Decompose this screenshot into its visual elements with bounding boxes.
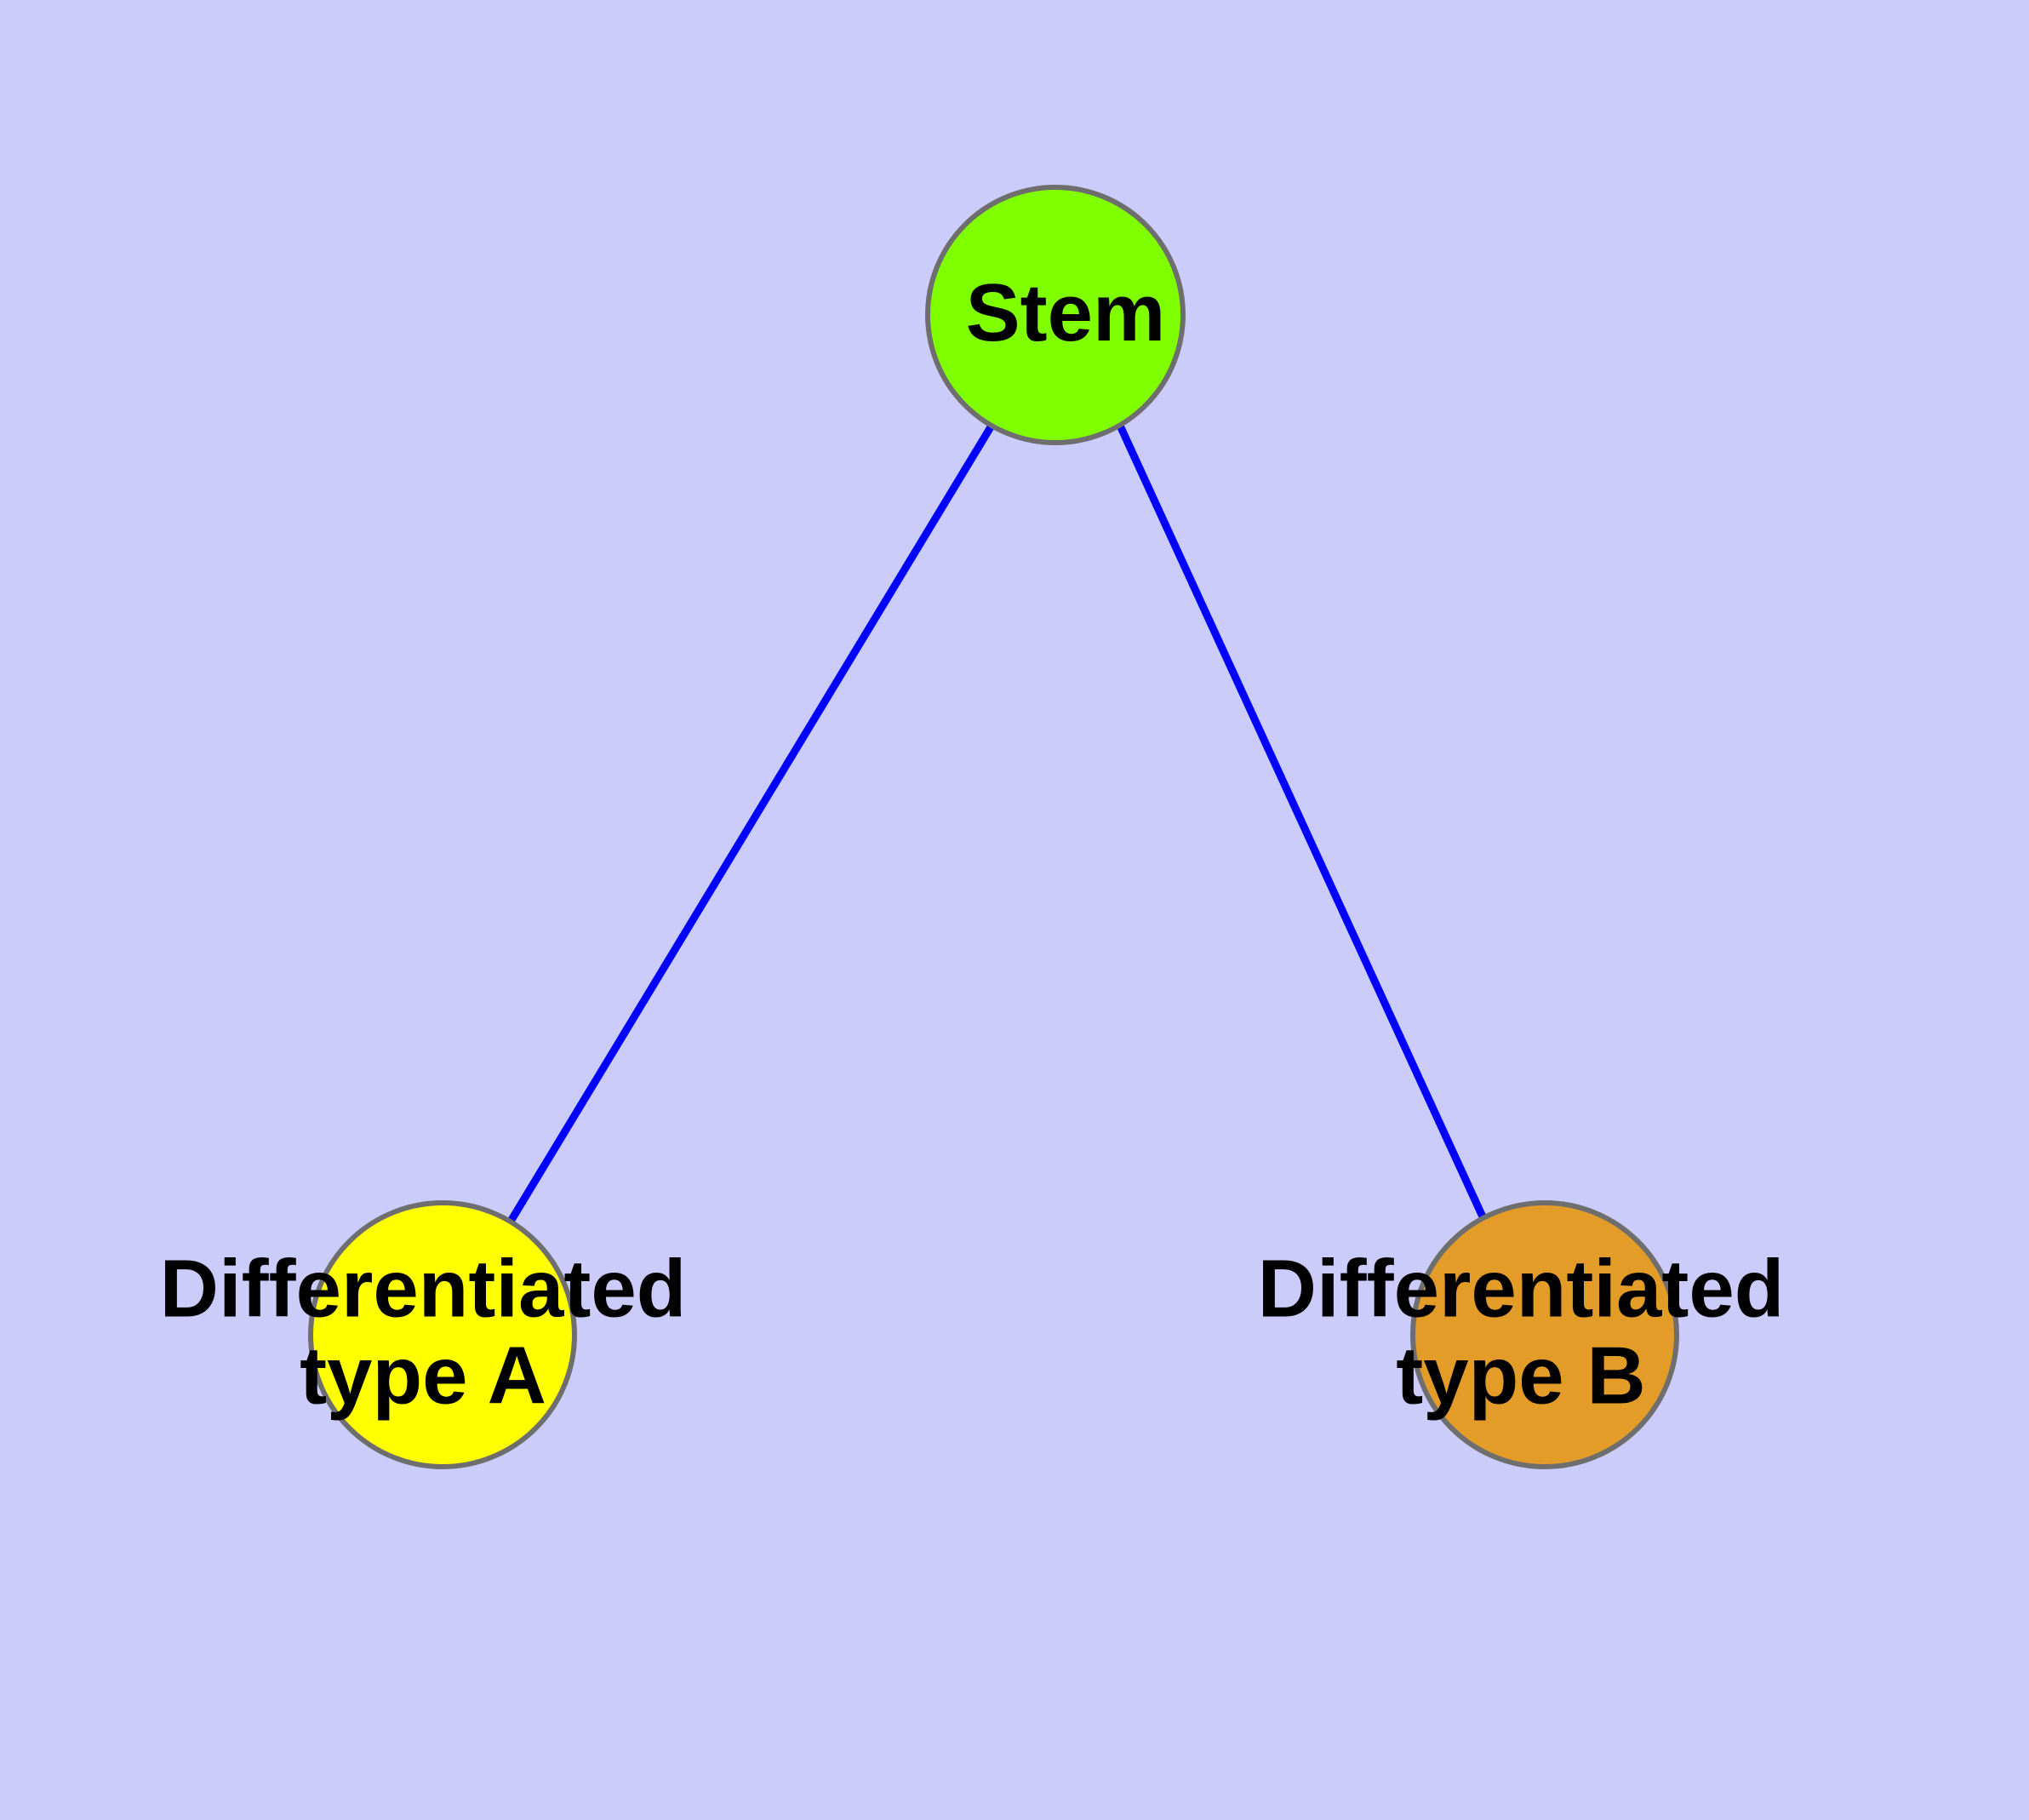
edge-stem-to-diff-b [1116,424,1490,1226]
node-stem[interactable] [925,185,1186,445]
edge-layer [506,423,1490,1227]
node-differentiated-type-b[interactable] [1410,1200,1679,1469]
node-layer [308,185,1679,1469]
node-differentiated-type-a[interactable] [308,1200,577,1469]
edge-stem-to-diff-a [506,423,995,1227]
